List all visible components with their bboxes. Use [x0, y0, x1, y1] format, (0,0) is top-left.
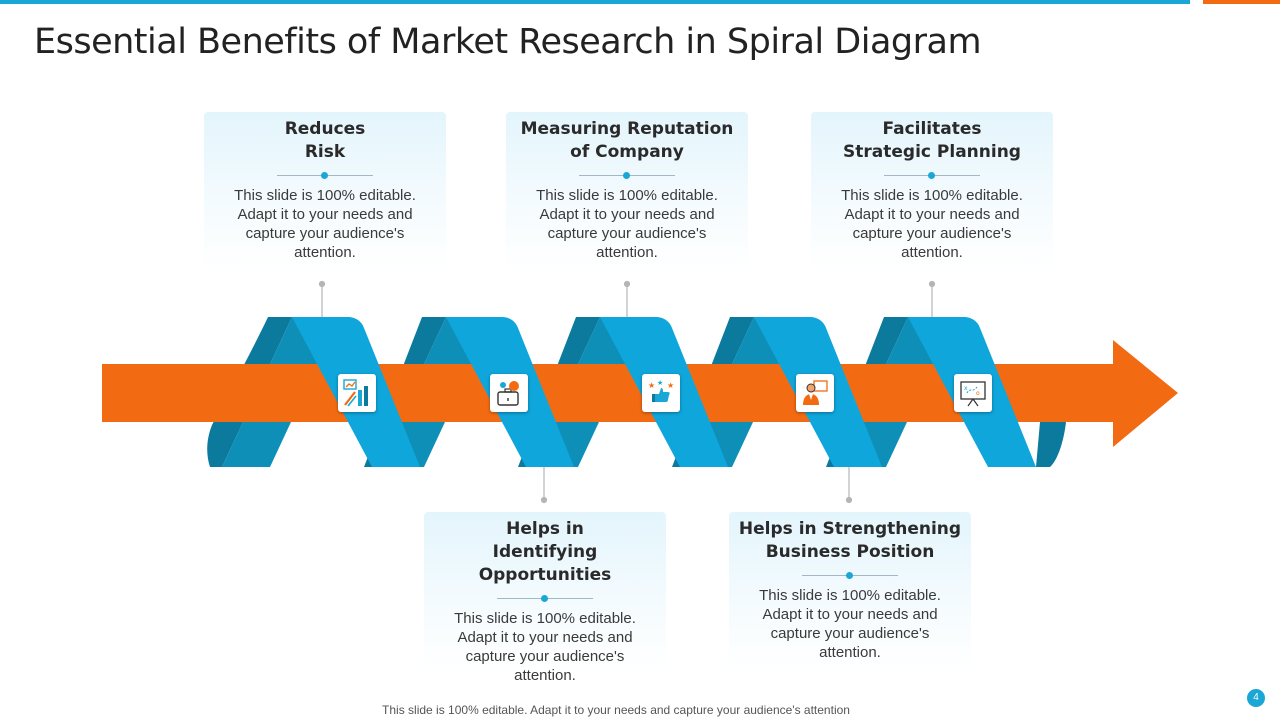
top-accent-bar-blue — [0, 0, 1190, 4]
page-number-badge: 4 — [1247, 689, 1265, 707]
slide-title: Essential Benefits of Market Research in… — [34, 22, 982, 62]
briefcase-idea-icon — [490, 374, 528, 412]
card-divider — [277, 172, 373, 179]
benefit-title: Measuring Reputation of Company — [520, 119, 734, 162]
divider-dot — [623, 172, 630, 179]
benefit-card-business-position: Helps in Strengthening Business Position… — [729, 512, 971, 672]
svg-text:o: o — [976, 390, 980, 397]
connector-lines — [318, 280, 936, 504]
analytics-chart-icon — [338, 374, 376, 412]
divider-dot — [541, 595, 548, 602]
businessman-presentation-icon — [796, 374, 834, 412]
benefit-description: This slide is 100% editable. Adapt it to… — [759, 587, 941, 661]
benefit-title: Helps in Identifying Opportunities — [478, 519, 612, 585]
card-divider — [579, 172, 675, 179]
svg-text:x: x — [964, 385, 968, 392]
benefit-title: Helps in Strengthening Business Position — [738, 519, 962, 562]
svg-text:★: ★ — [667, 381, 674, 390]
benefit-title: Reduces Risk — [284, 119, 366, 162]
divider-dot — [928, 172, 935, 179]
divider-dot — [321, 172, 328, 179]
card-divider — [802, 572, 898, 579]
benefit-card-measuring-reputation: Measuring Reputation of Company This sli… — [506, 112, 748, 272]
top-accent-bar-orange — [1203, 0, 1280, 4]
benefit-card-identifying-opportunities: Helps in Identifying Opportunities This … — [424, 512, 666, 684]
thumbs-up-stars-icon: ★ ★ ★ — [642, 374, 680, 412]
ribbon-tail — [1036, 422, 1066, 467]
card-divider — [884, 172, 980, 179]
benefit-description: This slide is 100% editable. Adapt it to… — [536, 187, 718, 261]
divider-dot — [846, 572, 853, 579]
benefit-title: Facilitates Strategic Planning — [843, 119, 1021, 162]
footer-note: This slide is 100% editable. Adapt it to… — [382, 703, 850, 717]
benefit-description: This slide is 100% editable. Adapt it to… — [454, 610, 636, 684]
svg-text:★: ★ — [648, 381, 655, 390]
benefit-card-strategic-planning: Facilitates Strategic Planning This slid… — [811, 112, 1053, 272]
strategy-board-icon: x o — [954, 374, 992, 412]
svg-text:★: ★ — [657, 379, 663, 387]
card-divider — [497, 595, 593, 602]
benefit-description: This slide is 100% editable. Adapt it to… — [841, 187, 1023, 261]
benefit-card-reduces-risk: Reduces Risk This slide is 100% editable… — [204, 112, 446, 272]
benefit-description: This slide is 100% editable. Adapt it to… — [234, 187, 416, 261]
